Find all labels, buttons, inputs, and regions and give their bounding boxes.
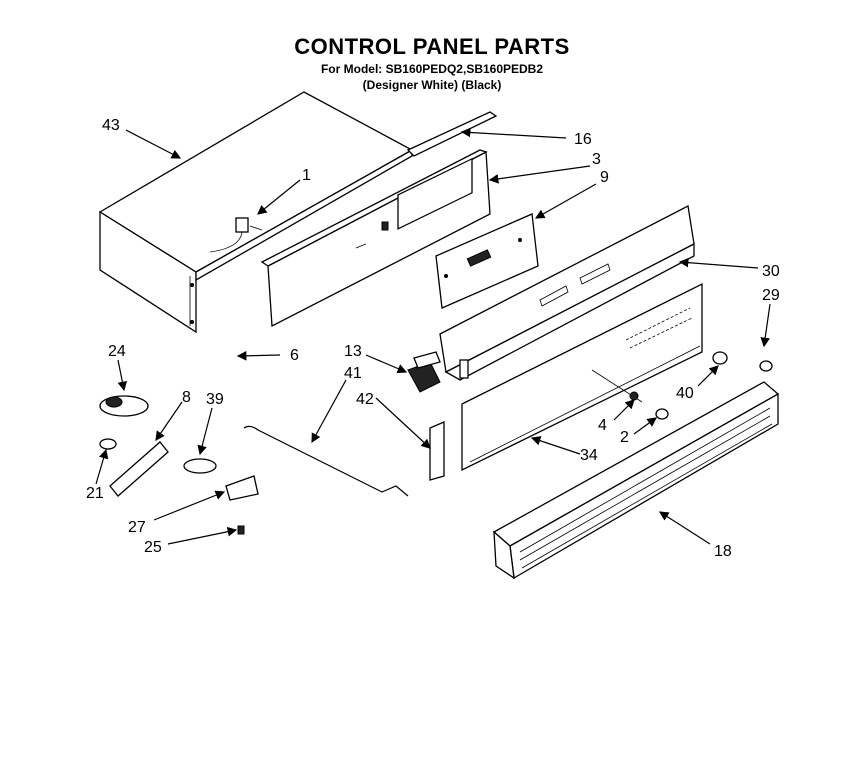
part-25-screw	[237, 525, 245, 535]
callout-41: 41	[344, 365, 362, 382]
callout-24: 24	[108, 343, 126, 360]
part-18-grille	[492, 381, 780, 580]
callout-42: 42	[356, 391, 374, 408]
callout-16: 16	[574, 131, 592, 148]
callout-30: 30	[762, 263, 780, 280]
callout-3: 3	[592, 151, 601, 168]
callout-25: 25	[144, 539, 162, 556]
diagram-title: CONTROL PANEL PARTS	[294, 34, 570, 59]
part-43-tray	[98, 91, 414, 334]
callout-34: 34	[580, 447, 598, 464]
part-42-bracket	[429, 421, 445, 481]
part-13-clip	[407, 351, 441, 393]
callout-2: 2	[620, 429, 629, 446]
part-24-motor	[99, 395, 149, 450]
part-39-latch	[183, 458, 217, 474]
part-41-rod	[243, 425, 409, 497]
leader-lines	[95, 127, 771, 545]
callout-9: 9	[600, 169, 609, 186]
part-1-switch	[209, 217, 263, 253]
color-line: (Designer White) (Black)	[362, 78, 502, 92]
part-9-board	[435, 213, 539, 309]
callout-13: 13	[344, 343, 362, 360]
part-34-panel	[461, 282, 703, 472]
callout-40: 40	[676, 385, 694, 402]
callout-8: 8	[182, 389, 191, 406]
callout-43: 43	[102, 117, 120, 134]
callout-21: 21	[86, 485, 104, 502]
part-16-strip	[406, 111, 498, 157]
part-8-lever	[109, 441, 169, 497]
callout-4: 4	[598, 417, 607, 434]
part-27-hinge	[225, 475, 259, 501]
model-line: For Model: SB160PEDQ2,SB160PEDB2	[320, 62, 544, 76]
callout-18: 18	[714, 543, 732, 560]
callout-27: 27	[128, 519, 146, 536]
callout-29: 29	[762, 287, 780, 304]
part-30-frame	[439, 205, 695, 381]
callout-39: 39	[206, 391, 224, 408]
callout-6: 6	[290, 347, 299, 364]
callout-1: 1	[302, 167, 311, 184]
knobs	[629, 351, 773, 420]
part-3-bracket	[260, 149, 491, 328]
